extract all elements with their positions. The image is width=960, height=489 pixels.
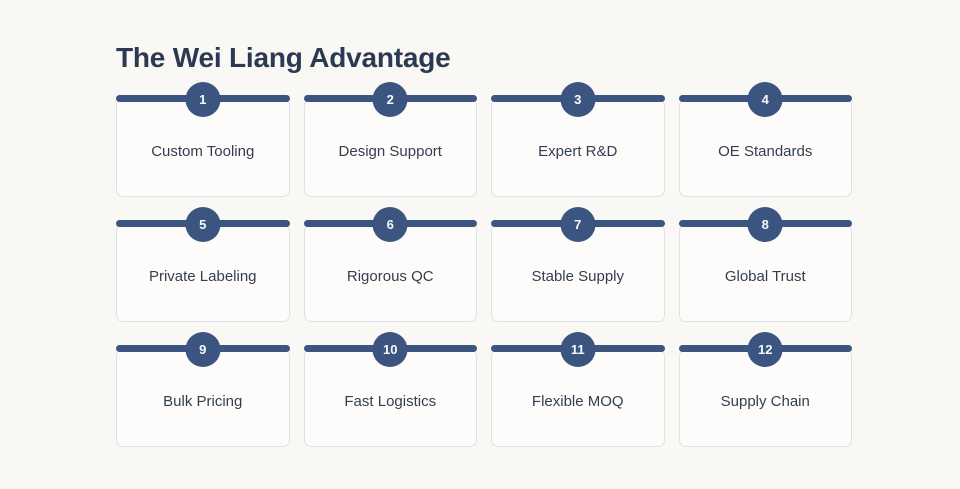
card-number-badge: 7 [560,207,596,242]
advantage-card[interactable]: 3 Expert R&D [491,82,665,197]
advantage-card[interactable]: 4 OE Standards [678,82,852,197]
card-number-badge: 4 [747,82,783,117]
card-label: Stable Supply [531,268,625,285]
card-number-badge: 2 [372,82,408,117]
advantage-card[interactable]: 5 Private Labeling [116,207,290,322]
card-label: Rigorous QC [346,268,434,285]
advantage-card[interactable]: 10 Fast Logistics [303,332,477,447]
card-number-badge: 3 [560,82,596,117]
page-title: The Wei Liang Advantage [116,41,451,73]
card-label: Design Support [338,143,442,160]
card-number-badge: 12 [747,332,783,367]
card-label: Expert R&D [538,143,618,160]
advantage-card-grid: 1 Custom Tooling 2 Design Support 3 Expe… [116,82,852,447]
advantage-card[interactable]: 9 Bulk Pricing [116,332,290,447]
card-label: Supply Chain [720,393,810,410]
card-label: Flexible MOQ [531,393,624,410]
advantage-card[interactable]: 12 Supply Chain [678,332,852,447]
advantage-card[interactable]: 2 Design Support [303,82,477,197]
advantage-card[interactable]: 1 Custom Tooling [116,82,290,197]
card-label: OE Standards [718,143,813,160]
card-number-badge: 8 [747,207,783,242]
card-label: Global Trust [724,268,806,285]
advantage-card[interactable]: 6 Rigorous QC [303,207,477,322]
card-number-badge: 5 [185,207,221,242]
card-label: Fast Logistics [344,393,437,410]
card-label: Bulk Pricing [163,393,243,410]
card-label: Private Labeling [148,268,257,285]
advantage-card[interactable]: 11 Flexible MOQ [491,332,665,447]
advantage-card[interactable]: 8 Global Trust [678,207,852,322]
card-number-badge: 11 [560,332,596,367]
card-number-badge: 10 [372,332,408,367]
card-number-badge: 1 [185,82,221,117]
card-number-badge: 9 [185,332,221,367]
card-label: Custom Tooling [151,143,255,160]
advantage-card[interactable]: 7 Stable Supply [491,207,665,322]
card-number-badge: 6 [372,207,408,242]
